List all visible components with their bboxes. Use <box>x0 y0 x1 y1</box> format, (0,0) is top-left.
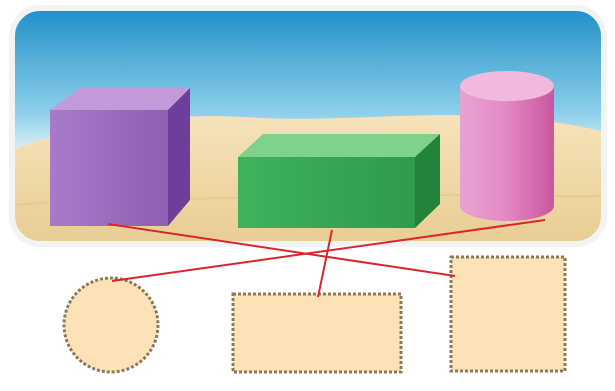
match-line-prism-to-rectangle <box>317 229 333 298</box>
cylinder-body <box>460 86 554 221</box>
cube-side-face <box>168 88 190 226</box>
square-face-icon <box>449 255 567 373</box>
cube-front-face <box>50 110 168 226</box>
prism-side-face <box>415 134 440 228</box>
cube-icon <box>50 88 190 226</box>
prism-front-face <box>238 157 415 228</box>
cube-top-face <box>50 88 190 110</box>
rectangular-prism-icon <box>238 134 440 228</box>
match-line-cylinder-to-circle <box>111 219 546 282</box>
match-line-cube-to-square <box>107 223 456 277</box>
circle-face-icon <box>62 276 160 374</box>
prism-top-face <box>238 134 440 157</box>
cylinder-top <box>460 71 554 101</box>
rectangle-face-icon <box>231 292 403 374</box>
scene-panel-border <box>9 5 607 247</box>
cylinder-icon <box>460 71 554 221</box>
